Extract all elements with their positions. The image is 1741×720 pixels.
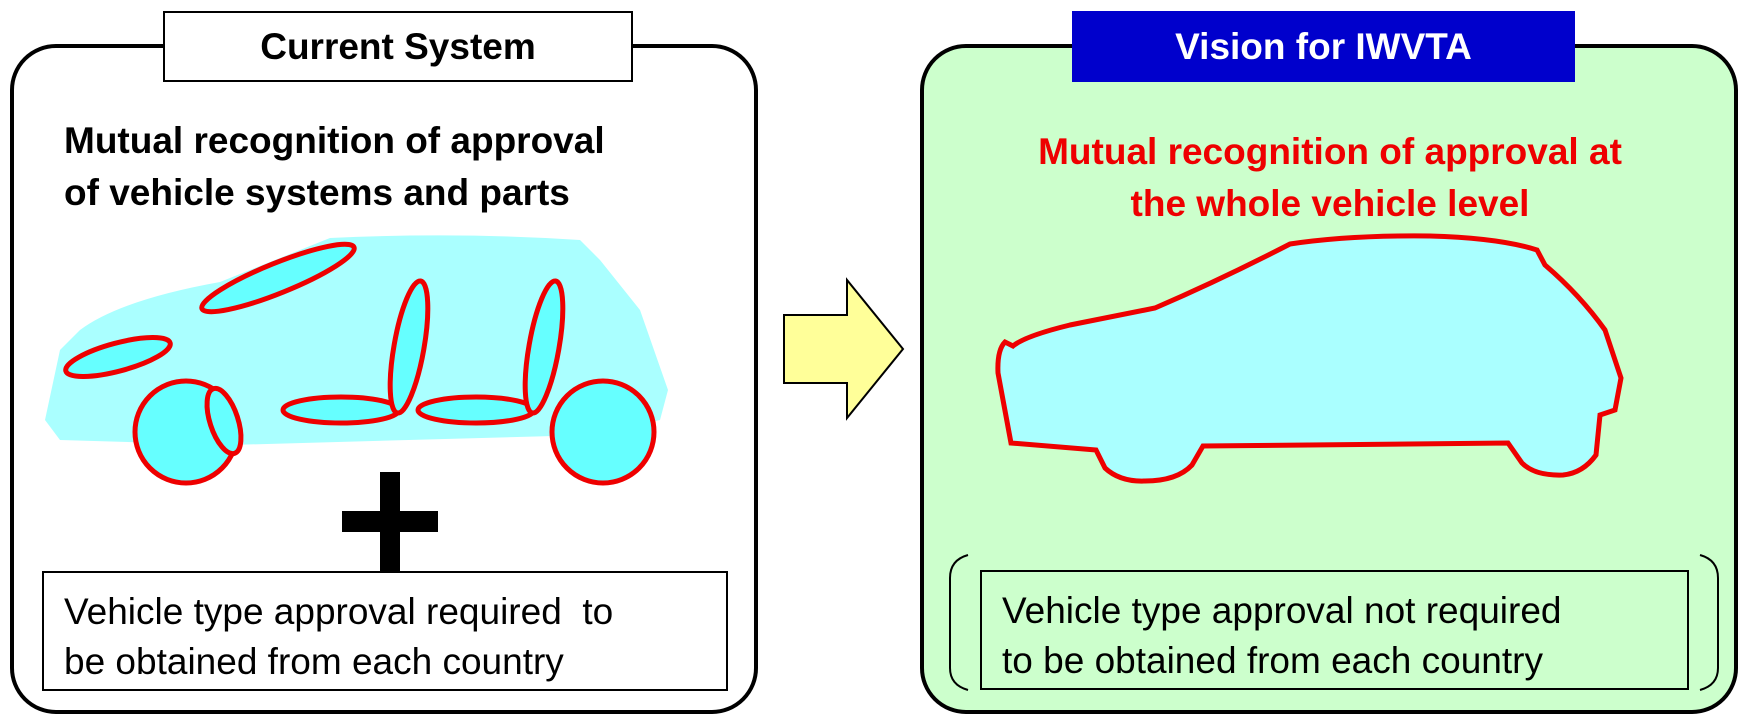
rear-seat-cushion-part: [415, 394, 537, 426]
current-system-note-box: Vehicle type approval required to be obt…: [42, 571, 728, 691]
front-seat-cushion-part: [280, 394, 402, 426]
current-system-heading-line1: Mutual recognition of approval: [64, 120, 605, 161]
vision-heading-line1: Mutual recognition of approval at: [1038, 131, 1622, 172]
front-light-part: [204, 385, 244, 457]
current-system-title: Current System: [163, 11, 633, 82]
right-bracket: [1699, 554, 1719, 691]
rear-wheel-part: [549, 378, 657, 486]
left-bracket: [949, 554, 969, 691]
front-seat-back-part: [387, 278, 431, 416]
vision-title: Vision for IWVTA: [1072, 11, 1575, 82]
plus-icon: [342, 472, 438, 576]
vision-note-line2: to be obtained from each country: [1002, 640, 1543, 681]
vision-heading: Mutual recognition of approval at the wh…: [960, 126, 1700, 230]
vision-heading-line2: the whole vehicle level: [1130, 183, 1530, 224]
current-system-heading: Mutual recognition of approval of vehicl…: [64, 115, 724, 219]
current-system-note-line2: be obtained from each country: [64, 641, 564, 682]
current-system-note-line1: Vehicle type approval required to: [64, 591, 614, 632]
right-arrow-icon: [783, 277, 905, 421]
vision-note-line1: Vehicle type approval not required: [1002, 590, 1562, 631]
current-system-heading-line2: of vehicle systems and parts: [64, 172, 570, 213]
windshield-part: [199, 241, 357, 315]
whole-car-silhouette-icon: [995, 233, 1624, 484]
hood-part: [63, 335, 173, 379]
vision-note-box: Vehicle type approval not required to be…: [980, 570, 1689, 690]
car-parts-illustration: [45, 235, 668, 486]
rear-seat-back-part: [522, 278, 566, 416]
